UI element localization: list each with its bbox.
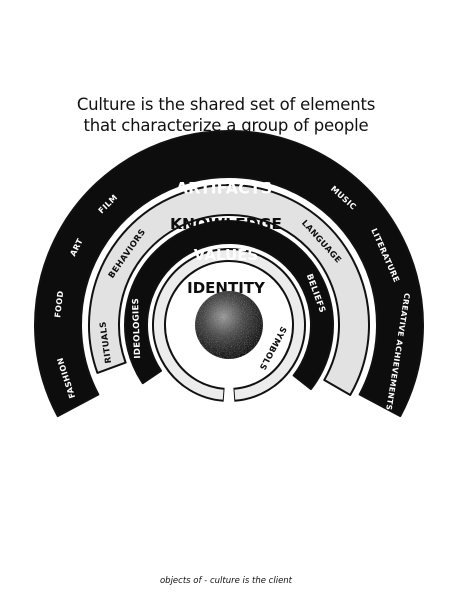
ring-values	[124, 220, 334, 391]
headline-line-2: that characterize a group of people	[83, 116, 369, 135]
headline-line-1: Culture is the shared set of elements	[76, 95, 376, 114]
title-values: VALUES	[194, 246, 258, 264]
title-knowledge: KNOWLEDGE	[170, 215, 282, 233]
rings-layer	[34, 130, 424, 418]
identity-gap	[223, 386, 235, 403]
ring-knowledge	[87, 184, 370, 396]
title-artifacts: ARTIFACTS	[176, 179, 273, 198]
sphere-icon	[195, 291, 263, 359]
center-sphere	[195, 291, 263, 359]
ring-identity	[152, 248, 306, 402]
caption: objects of - culture is the client	[159, 576, 293, 586]
values-item-ideologies: IDEOLOGIES	[130, 298, 142, 359]
artifacts-item-food: FOOD	[53, 290, 65, 318]
ring-artifacts	[34, 130, 424, 418]
headline: Culture is the shared set of elements th…	[0, 94, 452, 136]
title-identity: IDENTITY	[187, 279, 266, 297]
